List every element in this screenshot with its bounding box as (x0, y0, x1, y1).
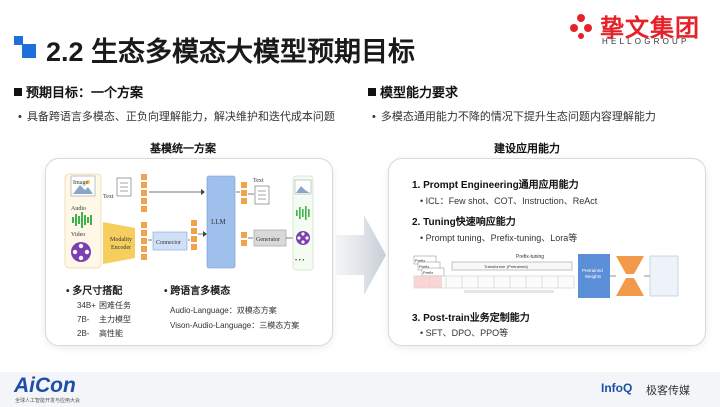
right-bullet: •多模态通用能力不降的情况下提升生态问题内容理解能力 (372, 111, 656, 123)
capability-detail-2: • SFT、DPO、PPO等 (420, 328, 509, 338)
prefix-label-1: Prefix (415, 258, 425, 263)
modality-encoder-label-2: Encoder (111, 245, 131, 251)
text-output-label: Text (253, 178, 264, 184)
multimodal-architecture-diagram: Image Audio Video Text Modality Encoder … (64, 173, 314, 271)
size-row-0: 34B+困难任务 (77, 301, 131, 310)
left-card-title: 基模统一方案 (150, 143, 216, 155)
flow-arrow-icon (336, 215, 386, 295)
audio-wave-icon (72, 212, 92, 228)
size-row-2: 2B-高性能 (77, 329, 123, 338)
lang-heading: • 跨语言多模态 (164, 286, 231, 297)
output-dots: • • • (295, 258, 304, 264)
left-bullet: •具备跨语言多模态、正负向理解能力，解决维护和迭代成本问题 (18, 111, 335, 123)
lora-a-block (616, 256, 644, 274)
output-token-column (241, 182, 247, 246)
brand-sub: HELLOGROUP (602, 37, 690, 46)
connector-block (152, 231, 188, 251)
video-label: Video (71, 232, 85, 238)
capability-title-1: 2. Tuning快速响应能力 (412, 217, 516, 228)
right-heading: 模型能力要求 (368, 82, 458, 101)
footer-bar (0, 372, 720, 407)
connector-label: Connector (156, 240, 181, 246)
llm-label: LLM (211, 218, 227, 226)
square-bullet-icon (14, 88, 22, 96)
capability-title-2: 3. Post-train业务定制能力 (412, 313, 530, 324)
left-heading: 预期目标：一个方案 (14, 82, 143, 101)
text-token-column (141, 174, 147, 212)
capability-title-0: 1. Prompt Engineering通用应用能力 (412, 180, 579, 191)
prefix-label-2: Prefix (419, 264, 429, 269)
aicon-tagline: 全球人工智能开发与应用大会 (15, 398, 81, 404)
prefix-label-3: Prefix (423, 270, 433, 275)
pretrained-weights-label-1: Pretrained (582, 268, 603, 273)
text-output-icon (254, 185, 270, 205)
image-input-icon (70, 175, 96, 197)
modality-encoder-block (103, 222, 135, 264)
brand-name: 挚文集团 (600, 15, 700, 42)
capability-detail-1: • Prompt tuning、Prefix-tuning、Lora等 (420, 233, 578, 243)
prefix-tuning-label: Prefix-tuning (516, 254, 544, 260)
capability-detail-0: • ICL：Few shot、COT、Instruction、ReAct (420, 196, 598, 206)
projected-token-column (191, 220, 197, 250)
audio-label: Audio (71, 206, 86, 212)
video-output-icon (296, 231, 310, 245)
brand-logo: 挚文集团 HELLOGROUP (566, 8, 706, 48)
size-row-1: 7B-主力模型 (77, 315, 131, 324)
image-label: Image (73, 180, 88, 186)
generator-label: Generator (256, 237, 280, 243)
lora-b-block (616, 278, 644, 296)
modality-token-column (141, 222, 147, 260)
aicon-logo: AiCon (14, 374, 76, 397)
modality-encoder-label-1: Modality (110, 237, 132, 243)
llm-block (206, 175, 236, 269)
audio-output-icon (296, 206, 310, 220)
right-card-title: 建设应用能力 (494, 143, 560, 155)
pretrained-weights-block (578, 254, 610, 298)
text-input-icon (116, 177, 132, 197)
infoq-logo: InfoQ (601, 381, 633, 395)
slide-title: 2.2 生态多模态大模型预期目标 (46, 37, 416, 67)
application-capability-card (388, 158, 706, 346)
geekbang-media-label: 极客传媒 (646, 385, 690, 397)
title-mark-icon (14, 36, 36, 58)
lang-item-0: Audio-Language：双模态方案 (170, 306, 277, 315)
square-bullet-icon (368, 88, 376, 96)
image-output-icon (294, 179, 312, 195)
video-reel-icon (71, 242, 91, 262)
hellogroup-logo-icon (570, 14, 592, 39)
lang-item-1: Vison-Audio-Language：三模态方案 (170, 321, 300, 330)
transformer-label: Transformer (Pretrained) (484, 264, 529, 269)
text-input-label: Text (103, 194, 114, 200)
prefix-tuning-figure: Prefix Prefix Prefix Prefix-tuning Trans… (413, 254, 679, 298)
sizes-heading: • 多尺寸搭配 (66, 286, 123, 297)
pretrained-weights-label-2: Weights (585, 274, 602, 279)
